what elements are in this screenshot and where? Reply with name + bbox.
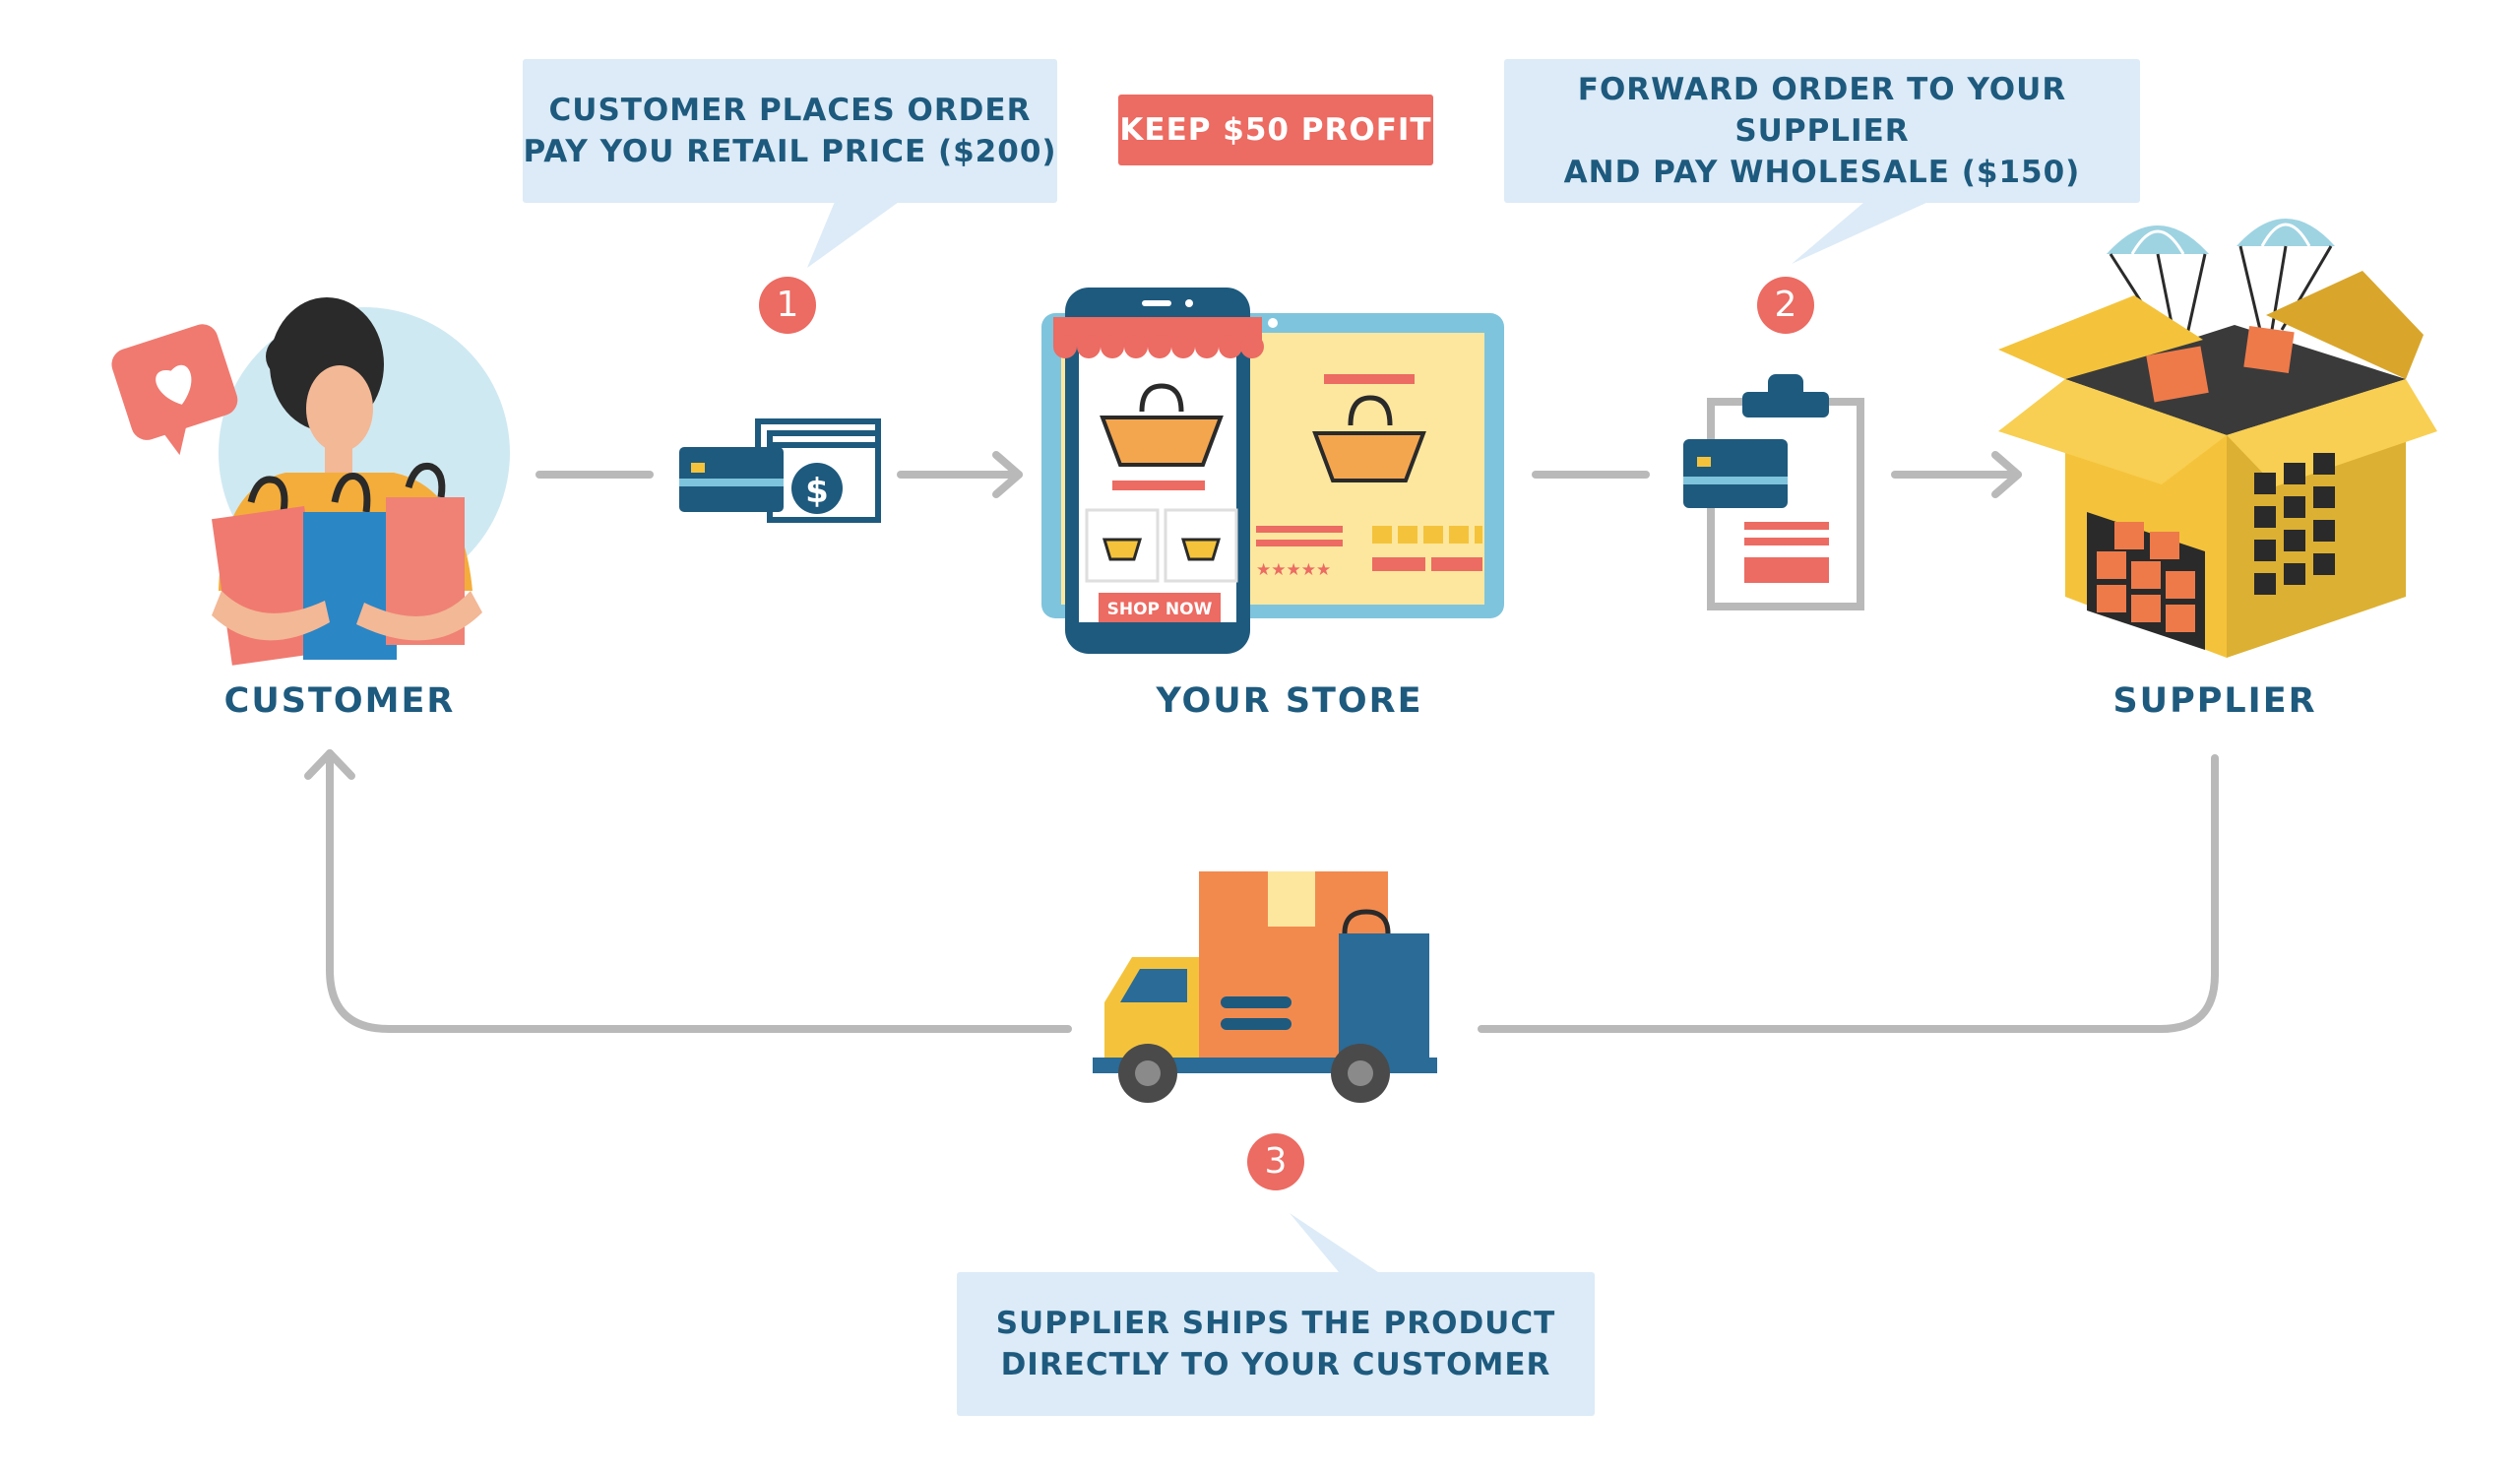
warehouse-box-with-parachutes-icon [1998, 219, 2437, 658]
delivery-truck-icon [1093, 871, 1437, 1103]
callout-step-2-line-1: FORWARD ORDER TO YOUR SUPPLIER [1577, 72, 2067, 149]
tablet-bag [1312, 395, 1426, 482]
step-badge-1: 1 [759, 277, 816, 334]
shopping-bags [247, 462, 446, 513]
callout-step-3-line-1: SUPPLIER SHIPS THE PRODUCT [995, 1306, 1556, 1341]
shop-now-label: SHOP NOW [1107, 600, 1213, 619]
clipboard-with-card-icon [1683, 374, 1864, 610]
parachute-right [2236, 219, 2335, 331]
arrow-truck-to-customer [304, 749, 1072, 1033]
shop-now-button [1099, 593, 1221, 622]
store-label: YOUR STORE [1156, 681, 1423, 721]
arrow-order-to-supplier [1891, 451, 2022, 498]
callout-1-tail [807, 197, 906, 268]
callout-step-2-line-2: AND PAY WHOLESALE ($150) [1563, 155, 2081, 190]
profit-badge: KEEP $50 PROFIT [1118, 95, 1433, 165]
phone-bag [1100, 383, 1224, 467]
callout-step-2: FORWARD ORDER TO YOUR SUPPLIER AND PAY W… [1504, 59, 2140, 203]
supplier-label: SUPPLIER [2112, 681, 2317, 721]
customer-label: CUSTOMER [223, 681, 456, 721]
flow-connectors [304, 451, 2219, 1033]
callout-step-1-line-2: PAY YOU RETAIL PRICE ($200) [523, 134, 1057, 169]
online-store-phone-and-tablet-icon: ★★★★★ SHOP NOW [1041, 288, 1504, 654]
arrow-payment-to-store [897, 451, 1023, 498]
connector-supplier-to-truck [1478, 754, 2219, 1033]
callout-step-3-line-2: DIRECTLY TO YOUR CUSTOMER [1000, 1347, 1551, 1382]
customer-icon [111, 297, 510, 666]
step-badge-3: 3 [1247, 1133, 1304, 1190]
callout-3-tail [1290, 1213, 1378, 1272]
step-badge-2: 2 [1757, 277, 1814, 334]
svg-text:$: $ [805, 472, 829, 511]
heart-speech-bubble-icon [111, 324, 238, 456]
rating-stars: ★★★★★ [1256, 560, 1331, 580]
callout-step-1-line-1: CUSTOMER PLACES ORDER [548, 93, 1032, 128]
callout-step-1: CUSTOMER PLACES ORDER PAY YOU RETAIL PRI… [523, 59, 1057, 203]
credit-card-and-cash-icon: $ [679, 418, 881, 523]
callout-step-3: SUPPLIER SHIPS THE PRODUCT DIRECTLY TO Y… [957, 1272, 1595, 1416]
callout-2-tail [1792, 197, 1939, 264]
